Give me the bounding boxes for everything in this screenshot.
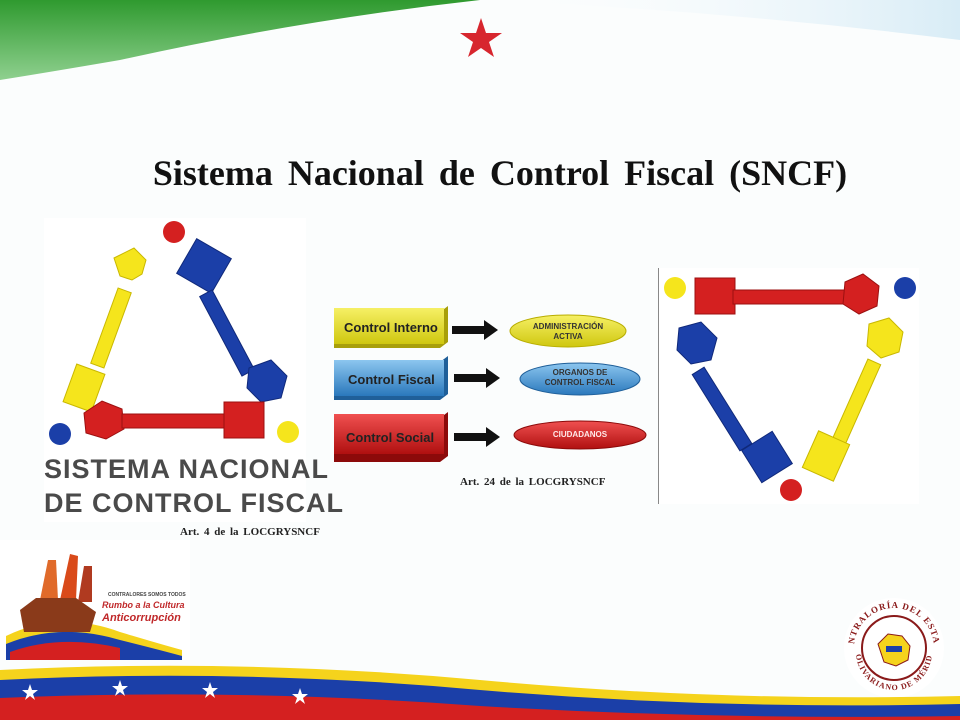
oval-administracion-activa: ADMINISTRACIÓN ACTIVA <box>532 322 604 341</box>
box-control-fiscal: Control Fiscal <box>348 372 435 387</box>
flag-stars <box>22 680 308 704</box>
campaign-graphic <box>6 554 182 660</box>
bottom-flag-decoration <box>0 665 960 720</box>
caption-art-24: Art. 24 de la LOCGRYSNCF <box>460 476 606 488</box>
oval-ciudadanos: CIUDADANOS <box>552 430 608 439</box>
box-control-social: Control Social <box>346 430 435 445</box>
campaign-line-3: Anticorrupción <box>102 612 181 624</box>
box-control-interno: Control Interno <box>344 320 438 335</box>
row-control-social <box>334 412 647 462</box>
top-decoration <box>0 0 960 80</box>
contraloria-seal: CONTRALORÍA DEL ESTADO BOLIVARIANO DE MÉ… <box>842 596 944 698</box>
star-icon <box>460 18 502 57</box>
logo-line-1: SISTEMA NACIONAL <box>44 454 329 484</box>
diagram-shapes <box>334 306 647 462</box>
keys-triangle-right <box>664 273 916 501</box>
oval-organos-control-fiscal: ORGANOS DE CONTROL FISCAL <box>544 368 616 387</box>
caption-art-4: Art. 4 de la LOCGRYSNCF <box>180 526 320 538</box>
campaign-line-2: Rumbo a la Cultura <box>102 600 185 610</box>
sncf-logo: SISTEMA NACIONAL DE CONTROL FISCAL <box>44 218 344 522</box>
page-title: Sistema Nacional de Control Fiscal (SNCF… <box>152 153 848 193</box>
row-control-interno <box>334 306 627 348</box>
campaign-logo: CONTRALORES SOMOS TODOS Rumbo a la Cultu… <box>0 540 190 660</box>
control-diagram: Control Interno Control Fiscal Control S… <box>328 300 658 470</box>
campaign-line-1: CONTRALORES SOMOS TODOS <box>108 592 186 598</box>
logo-line-2: DE CONTROL FISCAL <box>44 488 344 518</box>
row-control-fiscal <box>334 356 641 400</box>
keys-graphic-right <box>658 268 919 504</box>
keys-triangle-graphic <box>49 221 299 445</box>
